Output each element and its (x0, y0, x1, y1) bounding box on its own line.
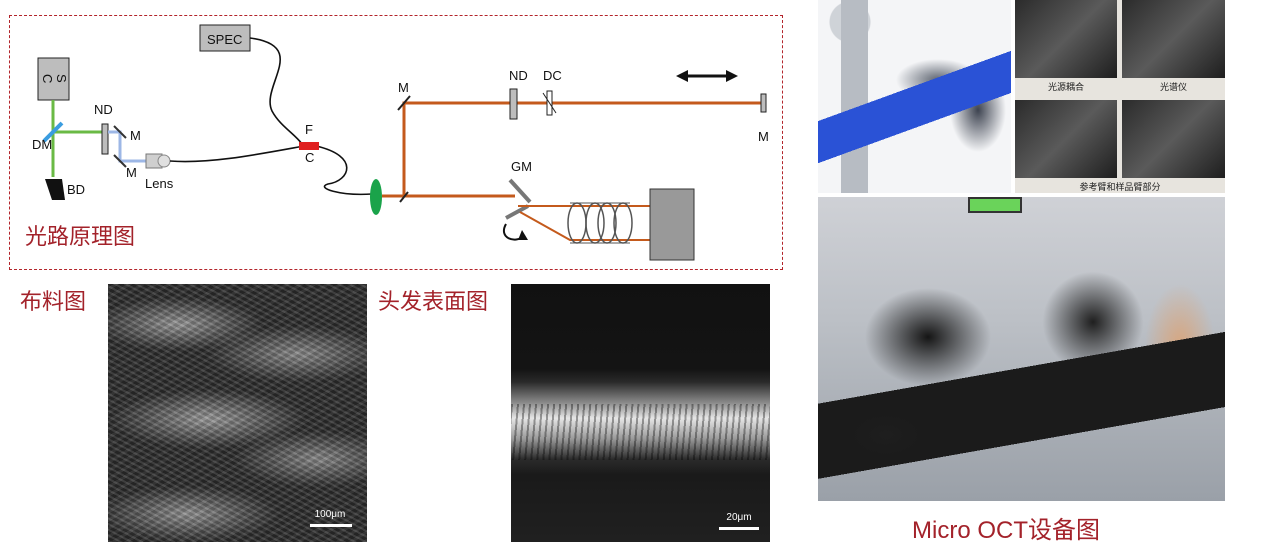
schematic-title: 光路原理图 (25, 225, 136, 250)
hair-scale-bar (719, 527, 759, 530)
rotation-arrow-head (518, 230, 528, 240)
gm-label: GM (511, 159, 532, 174)
fiber-to-lens (315, 145, 373, 196)
dc-slash (542, 92, 557, 114)
mirror-lower (113, 154, 127, 168)
sc-s-label: S (54, 74, 69, 83)
caption-spectrometer: 光谱仪 (1159, 83, 1187, 93)
photo-reference-arm (1015, 100, 1117, 178)
nd-filter-left (101, 123, 109, 155)
galvo-mirror-1 (508, 178, 532, 204)
reference-beam (382, 101, 762, 198)
f-label: F (305, 122, 313, 137)
setup-photo-grid: 光源耦合 光谱仪 参考臂和样品臂部分 (1015, 0, 1225, 193)
photo-source-coupling (1015, 0, 1117, 78)
dm-label: DM (32, 137, 52, 152)
m-top-label: M (398, 80, 409, 95)
sc-c-label: C (40, 74, 55, 83)
fiber-to-spec (249, 37, 303, 145)
fiber-coupler (299, 142, 319, 150)
fiber-to-coupler (169, 145, 305, 163)
hair-image: 20μm (511, 284, 770, 542)
nd-left-label: ND (94, 102, 113, 117)
caption-source-coupling: 光源耦合 (1047, 83, 1084, 93)
hair-title: 头发表面图 (378, 290, 489, 315)
cad-render-image (818, 0, 1011, 193)
hair-scale-label: 20μm (726, 512, 752, 523)
nd-filter-top (509, 88, 518, 120)
collimating-lens (370, 179, 382, 215)
beam-dump (45, 179, 65, 200)
fabric-title: 布料图 (20, 290, 87, 315)
blue-path (108, 130, 146, 163)
m1-label: M (130, 128, 141, 143)
schematic-drawing: SPEC S C DM BD ND M M Lens F C (32, 24, 769, 261)
m2-label: M (126, 165, 137, 180)
fabric-scale-bar (310, 524, 352, 527)
fabric-image: 100μm (108, 284, 367, 542)
optical-path-schematic: SPEC S C DM BD ND M M Lens F C (9, 15, 783, 270)
photo-spectrometer (1122, 0, 1225, 78)
mirror-upper (113, 125, 127, 139)
dichroic-mirror (42, 121, 64, 143)
lens-label: Lens (145, 176, 174, 191)
nd-top-label: ND (509, 68, 528, 83)
spectrometer-box (199, 24, 251, 52)
mirror-top-left (397, 95, 411, 111)
galvo-mirror-2 (505, 204, 529, 220)
micro-oct-device-photo (818, 197, 1225, 501)
arrow-head-right (726, 70, 738, 82)
photo-sample-arm (1122, 100, 1225, 178)
spec-label: SPEC (207, 32, 242, 47)
dc-label: DC (543, 68, 562, 83)
objective-tip (157, 154, 171, 168)
mirror-bottom-left (399, 191, 409, 203)
device-display (968, 197, 1022, 213)
reference-mirror (760, 93, 767, 113)
bd-label: BD (67, 182, 85, 197)
scan-lens-1 (567, 202, 587, 244)
sample-box (649, 188, 695, 261)
fabric-scale-label: 100μm (314, 509, 346, 520)
caption-arms: 参考臂和样品臂部分 (1079, 183, 1161, 193)
m-right-label: M (758, 129, 769, 144)
arrow-head-left (676, 70, 688, 82)
device-caption: Micro OCT设备图 (912, 517, 1100, 544)
c-label: C (305, 150, 314, 165)
scan-beam-bottom (519, 211, 650, 241)
